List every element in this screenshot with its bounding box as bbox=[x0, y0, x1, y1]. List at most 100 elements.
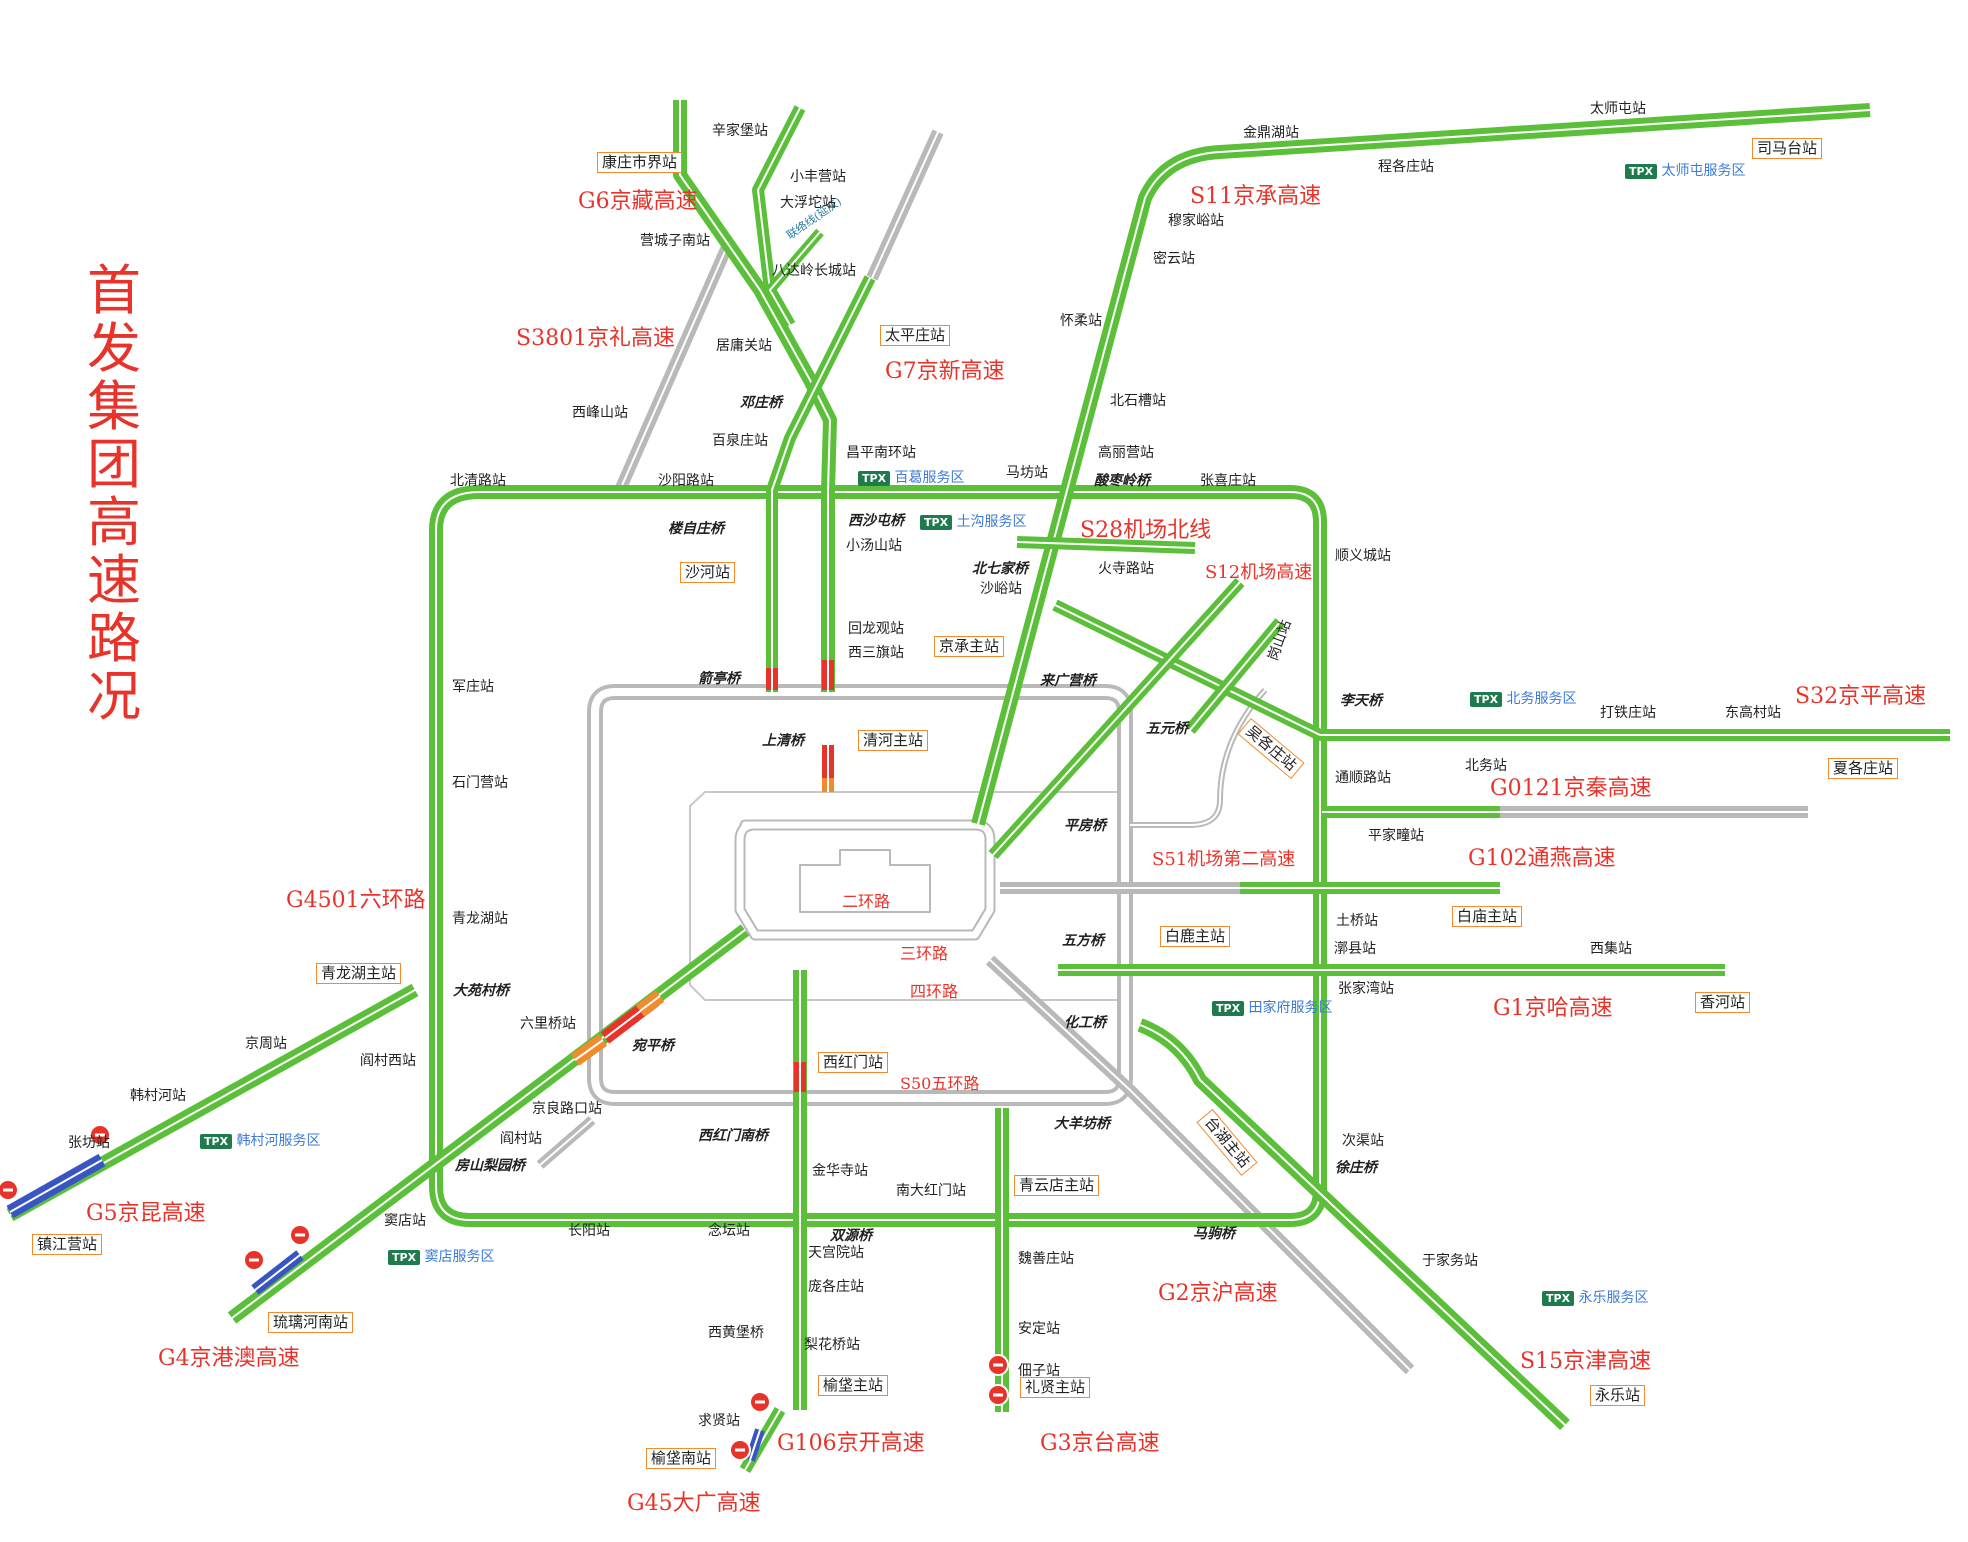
fuel-pump-icon: TPX bbox=[920, 515, 953, 530]
bridge-7: 来广营桥 bbox=[1040, 673, 1096, 689]
bridge-12: 化工桥 bbox=[1064, 1015, 1106, 1031]
station-12: 回龙观站 bbox=[848, 621, 904, 637]
bridge-18: 房山梨园桥 bbox=[455, 1158, 525, 1174]
service-area-label: 百葛服务区 bbox=[890, 470, 965, 486]
fuel-pump-icon: TPX bbox=[388, 1250, 421, 1265]
toll-station-10[interactable]: 香河站 bbox=[1695, 992, 1751, 1013]
station-27: 金华寺站 bbox=[812, 1163, 868, 1179]
toll-station-8[interactable]: 白庙主站 bbox=[1452, 906, 1523, 927]
closed-g4-divider bbox=[254, 1254, 301, 1291]
service-area-7[interactable]: TPX 永乐服务区 bbox=[1542, 1287, 1649, 1307]
road-s28-divider bbox=[1016, 541, 1196, 549]
toll-station-4[interactable]: 京承主站 bbox=[934, 636, 1005, 657]
road-s12-grey-loop-divider bbox=[1130, 689, 1266, 826]
station-9: 沙阳路站 bbox=[658, 473, 714, 489]
station-41: 密云站 bbox=[1153, 251, 1195, 267]
toll-station-9[interactable]: 白鹿主站 bbox=[1160, 926, 1231, 947]
station-31: 梨花桥站 bbox=[804, 1337, 860, 1353]
station-43: 北石槽站 bbox=[1110, 393, 1166, 409]
road-label-g0121: G0121京秦高速 bbox=[1490, 776, 1652, 801]
station-29: 庞各庄站 bbox=[808, 1279, 864, 1295]
bridge-16: 大苑村桥 bbox=[453, 983, 509, 999]
toll-station-16[interactable]: 榆垡南站 bbox=[646, 1448, 717, 1469]
service-area-0[interactable]: TPX 百葛服务区 bbox=[858, 467, 965, 487]
station-11: 小汤山站 bbox=[846, 538, 902, 554]
service-area-3[interactable]: TPX 太师屯服务区 bbox=[1625, 160, 1746, 180]
station-44: 高丽营站 bbox=[1098, 445, 1154, 461]
toll-station-15[interactable]: 榆垡主站 bbox=[818, 1375, 889, 1396]
station-51: 打铁庄站 bbox=[1600, 705, 1656, 721]
station-15: 石门营站 bbox=[452, 775, 508, 791]
slow-g4-1-divider bbox=[639, 995, 661, 1012]
station-59: 张家湾站 bbox=[1338, 981, 1394, 997]
road-label-s3801: S3801京礼高速 bbox=[516, 326, 676, 351]
toll-station-18[interactable]: 礼贤主站 bbox=[1020, 1377, 1091, 1398]
toll-station-0[interactable]: 康庄市界站 bbox=[597, 152, 683, 173]
service-area-6[interactable]: TPX 窦店服务区 bbox=[388, 1246, 495, 1266]
road-s12-grey-loop[interactable] bbox=[1130, 687, 1268, 828]
road-label-s32: S32京平高速 bbox=[1795, 684, 1927, 709]
station-35: 安定站 bbox=[1018, 1321, 1060, 1337]
bridge-5: 箭亭桥 bbox=[698, 671, 740, 687]
station-45: 马坊站 bbox=[1006, 465, 1048, 481]
station-36: 佃子站 bbox=[1018, 1363, 1060, 1379]
station-3: 营城子南站 bbox=[640, 233, 710, 249]
toll-station-5[interactable]: 清河主站 bbox=[858, 730, 929, 751]
toll-station-13[interactable]: 琉璃河南站 bbox=[268, 1312, 354, 1333]
toll-station-1[interactable]: 太平庄站 bbox=[880, 325, 951, 346]
road-label-s51: S51机场第二高速 bbox=[1152, 849, 1296, 870]
ring-label-2: 二环路 bbox=[842, 892, 891, 911]
station-19: 张坊站 bbox=[68, 1135, 110, 1151]
station-49: 沙峪站 bbox=[980, 581, 1022, 597]
station-23: 阎村站 bbox=[500, 1131, 542, 1147]
service-area-1[interactable]: TPX 土沟服务区 bbox=[920, 511, 1027, 531]
fuel-pump-icon: TPX bbox=[1625, 164, 1658, 179]
road-label-g6: G6京藏高速 bbox=[578, 189, 698, 214]
ring-road-2[interactable] bbox=[734, 819, 996, 941]
fuel-pump-icon: TPX bbox=[1470, 692, 1503, 707]
bridge-0: 邓庄桥 bbox=[740, 395, 782, 411]
fuel-pump-icon: TPX bbox=[858, 471, 891, 486]
station-57: 漷县站 bbox=[1334, 941, 1376, 957]
toll-station-11[interactable]: 青龙湖主站 bbox=[316, 963, 402, 984]
road-label-g1: G1京哈高速 bbox=[1493, 996, 1613, 1021]
service-area-label: 北务服务区 bbox=[1502, 691, 1577, 707]
bridge-4: 北七家桥 bbox=[972, 561, 1028, 577]
fuel-pump-icon: TPX bbox=[1542, 1291, 1575, 1306]
toll-station-2[interactable]: 司马台站 bbox=[1752, 138, 1823, 159]
toll-station-3[interactable]: 沙河站 bbox=[680, 562, 736, 583]
bridge-10: 平房桥 bbox=[1064, 818, 1106, 834]
road-label-s11: S11京承高速 bbox=[1190, 184, 1322, 209]
toll-station-7[interactable]: 夏各庄站 bbox=[1828, 758, 1899, 779]
station-16: 青龙湖站 bbox=[452, 911, 508, 927]
station-17: 京周站 bbox=[245, 1036, 287, 1052]
station-25: 长阳站 bbox=[568, 1223, 610, 1239]
bridge-8: 五元桥 bbox=[1146, 721, 1188, 737]
toll-station-12[interactable]: 镇江营站 bbox=[32, 1234, 103, 1255]
station-7: 百泉庄站 bbox=[712, 433, 768, 449]
bridge-11: 五方桥 bbox=[1062, 933, 1104, 949]
toll-station-14[interactable]: 西红门站 bbox=[818, 1052, 889, 1073]
service-area-2[interactable]: TPX 北务服务区 bbox=[1470, 688, 1577, 708]
service-area-label: 太师屯服务区 bbox=[1657, 163, 1746, 179]
road-label-g2: G2京沪高速 bbox=[1158, 1281, 1278, 1306]
station-34: 魏善庄站 bbox=[1018, 1251, 1074, 1267]
road-s12-diag-divider bbox=[992, 581, 1241, 856]
station-26: 念坛站 bbox=[708, 1223, 750, 1239]
fuel-pump-icon: TPX bbox=[200, 1134, 233, 1149]
ring-label-5: S50五环路 bbox=[900, 1074, 980, 1093]
page-title: 首发集团高速路况 bbox=[87, 259, 141, 728]
service-area-5[interactable]: TPX 韩村河服务区 bbox=[200, 1130, 321, 1150]
toll-station-17[interactable]: 青云店主站 bbox=[1014, 1175, 1100, 1196]
road-label-g45: G45大广高速 bbox=[627, 1491, 761, 1516]
toll-station-20[interactable]: 永乐站 bbox=[1590, 1385, 1646, 1406]
station-2: 大浮坨站 bbox=[780, 195, 836, 211]
road-g6-divider bbox=[679, 100, 831, 692]
road-g5-grey-divider bbox=[539, 1119, 593, 1166]
road-s3801-divider bbox=[619, 239, 731, 491]
service-area-4[interactable]: TPX 田家府服务区 bbox=[1212, 997, 1333, 1017]
station-5: 居庸关站 bbox=[716, 338, 772, 354]
station-13: 西三旗站 bbox=[848, 645, 904, 661]
service-area-label: 田家府服务区 bbox=[1244, 1000, 1333, 1016]
